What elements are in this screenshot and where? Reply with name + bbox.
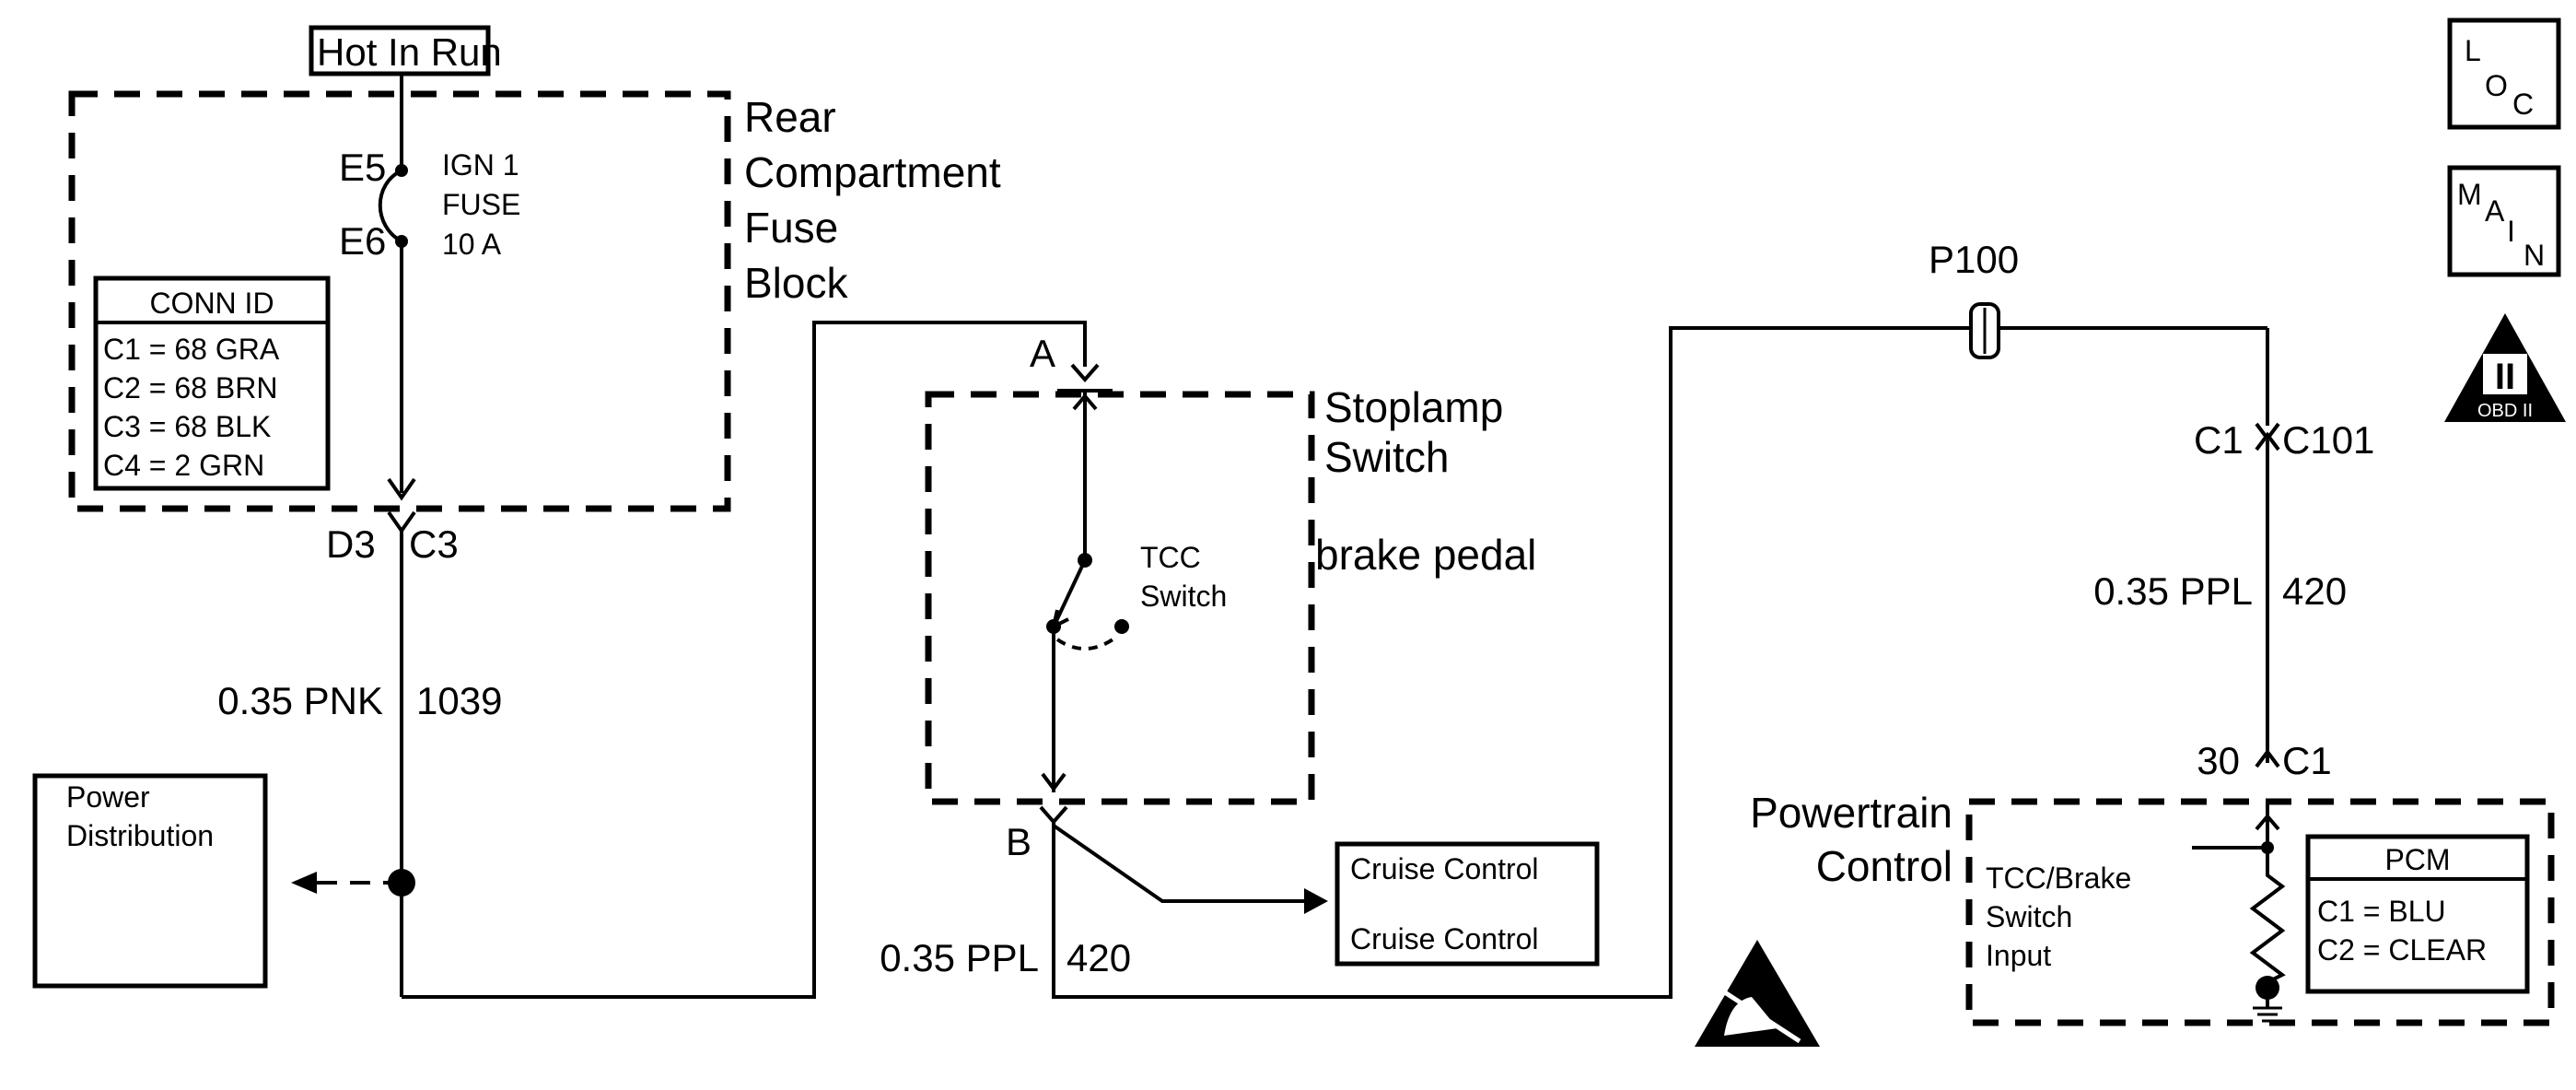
svg-text:Control: Control: [1816, 842, 1952, 890]
svg-text:Rear: Rear: [744, 93, 836, 141]
cruise-control-label-2: Cruise Control: [1350, 922, 1539, 955]
svg-text:Powertrain: Powertrain: [1750, 789, 1952, 837]
fuse-label-3: 10 A: [442, 228, 502, 261]
wire-1039-run: [402, 321, 1087, 999]
wire-420-right-gauge: 0.35 PPL: [2093, 569, 2253, 613]
splice-p100-label: P100: [1929, 238, 2019, 281]
connector-a-icon: [1070, 363, 1100, 383]
connector-c101-label: C101: [2282, 418, 2374, 462]
tcc-switch-label-2: Switch: [1140, 580, 1227, 613]
svg-text:N: N: [2524, 239, 2545, 272]
conn-id-table: CONN ID C1 = 68 GRA C2 = 68 BRN C3 = 68 …: [93, 275, 331, 491]
wire-420-right-circuit: 420: [2282, 569, 2347, 613]
fuse-label-2: FUSE: [442, 188, 520, 221]
fuse: E5 E6 IGN 1 FUSE 10 A: [339, 74, 520, 501]
svg-text:L: L: [2465, 34, 2481, 67]
cruise-control-label-1: Cruise Control: [1350, 852, 1539, 885]
svg-text:Block: Block: [744, 259, 848, 307]
connector-c3: D3 C3: [326, 510, 459, 566]
svg-text:Compartment: Compartment: [744, 148, 1001, 196]
nav-main-button[interactable]: M A I N: [2447, 165, 2561, 277]
pcm-input-label: TCC/Brake Switch Input: [1986, 861, 2131, 972]
tcc-switch-label-1: TCC: [1140, 541, 1201, 574]
esd-warning-icon: [1695, 940, 1820, 1047]
conn-id-row: C2 = 68 BRN: [103, 371, 277, 404]
terminal-b-label: B: [1006, 820, 1032, 863]
obd-numeral: II: [2495, 357, 2515, 397]
power-distribution-label-2: Distribution: [66, 819, 214, 852]
conn-id-row: C4 = 2 GRN: [103, 449, 264, 482]
wire-420: [1052, 326, 2267, 999]
obd-caption: OBD II: [2477, 401, 2533, 421]
svg-text:Switch: Switch: [1986, 900, 2072, 933]
fuse-block-name: Rear Compartment Fuse Block: [744, 93, 1001, 307]
svg-text:TCC/Brake: TCC/Brake: [1986, 861, 2131, 895]
wire-1039-circuit: 1039: [416, 679, 502, 722]
svg-text:Stoplamp: Stoplamp: [1324, 383, 1503, 431]
connector-c3-label: C3: [409, 522, 459, 566]
svg-text:A: A: [2485, 194, 2505, 228]
svg-text:I: I: [2507, 215, 2515, 248]
connector-pcm-label: C1: [2282, 739, 2332, 782]
nav-loc-button[interactable]: L O C: [2447, 18, 2561, 130]
arrow-right-icon: [1304, 888, 1328, 914]
conn-id-row: C3 = 68 BLK: [103, 410, 271, 443]
pcm-table-row: C1 = BLU: [2317, 895, 2446, 928]
stoplamp-switch-name: Stoplamp Switch: [1324, 383, 1503, 481]
svg-text:O: O: [2485, 69, 2508, 102]
cruise-control-box[interactable]: Cruise Control Cruise Control: [1335, 841, 1600, 967]
pcm-table-title: PCM: [2384, 843, 2450, 876]
splice-p100: P100: [1929, 238, 2019, 359]
pcm-name: Powertrain Control: [1750, 789, 1952, 890]
power-source-label: Hot In Run: [317, 30, 502, 74]
pcm-table-row: C2 = CLEAR: [2317, 933, 2487, 967]
stoplamp-switch-outline: [925, 391, 1315, 805]
nav-obd-button[interactable]: II OBD II: [2444, 313, 2566, 422]
power-distribution-label-1: Power: [66, 780, 150, 814]
cruise-control-link: [1052, 824, 1311, 903]
power-source-tag: Hot In Run: [309, 25, 502, 76]
brake-pedal-note: brake pedal: [1315, 531, 1536, 579]
tcc-switch: TCC Switch: [1041, 389, 1227, 792]
wire-420-circuit: 420: [1067, 936, 1131, 979]
connector-c101-pin: C1: [2194, 418, 2244, 462]
fuse-label-1: IGN 1: [442, 148, 519, 182]
svg-text:Fuse: Fuse: [744, 204, 838, 252]
svg-text:Input: Input: [1986, 939, 2051, 972]
fuse-block-outline: [68, 90, 731, 512]
pcm-input-circuit: [2192, 802, 2286, 1023]
svg-text:C: C: [2512, 88, 2534, 121]
wire-1039-gauge: 0.35 PNK: [217, 679, 383, 722]
connector-pcm-icon: [2255, 748, 2280, 768]
conn-id-row: C1 = 68 GRA: [103, 333, 280, 366]
arrow-left-icon: [291, 872, 317, 894]
fuse-terminal-in: E5: [339, 146, 386, 189]
wire-420-gauge: 0.35 PPL: [880, 936, 1039, 979]
terminal-a-label: A: [1030, 332, 1055, 375]
svg-text:Switch: Switch: [1324, 433, 1449, 481]
pcm-table: PCM C1 = BLU C2 = CLEAR: [2305, 834, 2530, 994]
connector-c101-icon: [2255, 422, 2280, 442]
fuse-terminal-out: E6: [339, 219, 386, 263]
pcm-outline: [1965, 798, 2555, 1026]
conn-id-title: CONN ID: [149, 287, 274, 320]
power-distribution-box[interactable]: Power Distribution: [32, 773, 268, 989]
connector-c3-pin: D3: [326, 522, 376, 566]
connector-b-icon: [1039, 805, 1068, 826]
svg-text:M: M: [2457, 178, 2482, 211]
connector-pcm-pin: 30: [2197, 739, 2240, 782]
